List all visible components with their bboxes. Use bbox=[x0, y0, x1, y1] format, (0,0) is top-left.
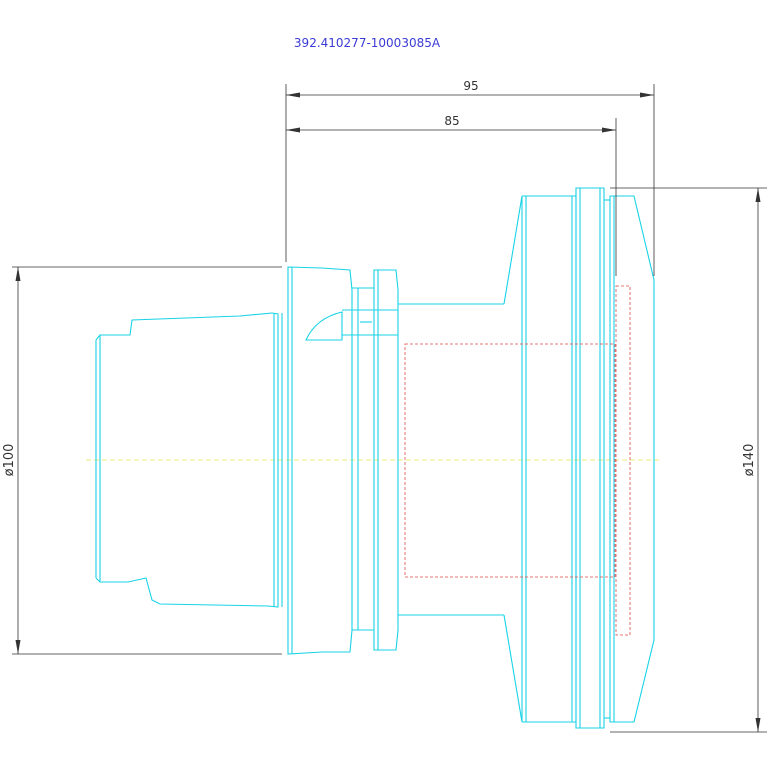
part-number-label: 392.410277-10003085A bbox=[294, 36, 441, 50]
dimension-95: 95 bbox=[286, 79, 654, 98]
dimension-dia100: ø100 bbox=[2, 266, 282, 655]
hidden-features bbox=[404, 285, 631, 636]
part-outline bbox=[95, 187, 655, 729]
dimension-95-label: 95 bbox=[463, 79, 478, 93]
dimension-dia100-label: ø100 bbox=[2, 444, 17, 477]
dimension-85-label: 85 bbox=[444, 114, 459, 128]
dimension-dia140: ø140 bbox=[610, 187, 767, 733]
dimension-dia140-label: ø140 bbox=[742, 444, 757, 477]
dimension-85: 85 bbox=[286, 114, 616, 133]
